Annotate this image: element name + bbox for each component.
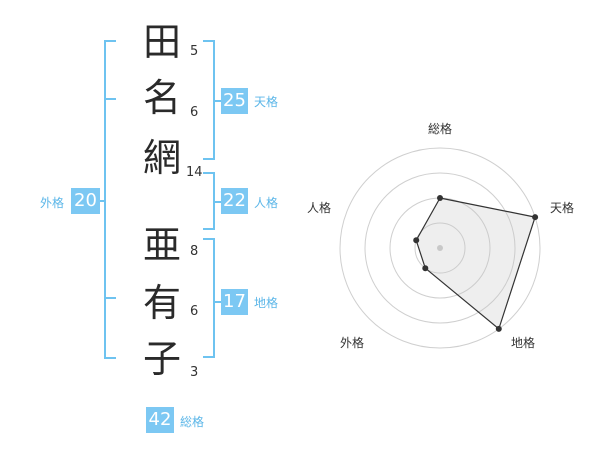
tenkaku-label: 天格 [254, 95, 279, 109]
jinkaku-badge: 22 [221, 188, 248, 214]
gaikaku-label: 外格 [40, 196, 65, 210]
radar-axis-label-chikaku: 地格 [511, 336, 536, 350]
stroke-count-6: 3 [190, 365, 199, 380]
radar-ring-1 [414, 222, 466, 274]
radar-ring-4 [339, 147, 541, 349]
soukaku-label: 総格 [180, 415, 205, 429]
radar-center-dot [437, 245, 443, 251]
tenkaku-badge: 25 [221, 88, 248, 114]
name-char-4: 亜 [142, 223, 181, 267]
gaikaku-badge: 20 [71, 188, 100, 214]
name-char-2: 名 [142, 76, 181, 120]
radar-axis-label-soukaku: 総格 [428, 122, 453, 136]
radar-point-0 [437, 195, 443, 201]
name-char-5: 有 [142, 281, 181, 325]
name-char-3: 網 [142, 136, 181, 180]
name-char-6: 子 [142, 337, 181, 381]
radar-point-2 [495, 325, 502, 332]
stroke-count-3: 14 [186, 165, 203, 180]
stroke-count-1: 5 [190, 44, 199, 59]
chikaku-badge: 17 [221, 289, 248, 315]
stroke-count-4: 8 [190, 244, 199, 259]
radar-point-4 [413, 237, 420, 244]
radar-point-1 [532, 214, 539, 221]
jinkaku-label: 人格 [254, 196, 279, 210]
radar-axis-label-gaikaku: 外格 [340, 336, 365, 350]
stroke-count-2: 6 [190, 105, 199, 120]
radar-point-3 [422, 265, 429, 272]
radar-axis-label-tenkaku: 天格 [550, 201, 575, 215]
stroke-count-5: 6 [190, 304, 199, 319]
radar-ring-3 [364, 172, 516, 324]
soukaku-badge: 42 [146, 407, 174, 433]
name-char-1: 田 [142, 20, 181, 64]
chikaku-label: 地格 [254, 296, 279, 310]
radar-axis-label-jinkaku: 人格 [307, 201, 332, 215]
radar-polygon [415, 197, 536, 330]
